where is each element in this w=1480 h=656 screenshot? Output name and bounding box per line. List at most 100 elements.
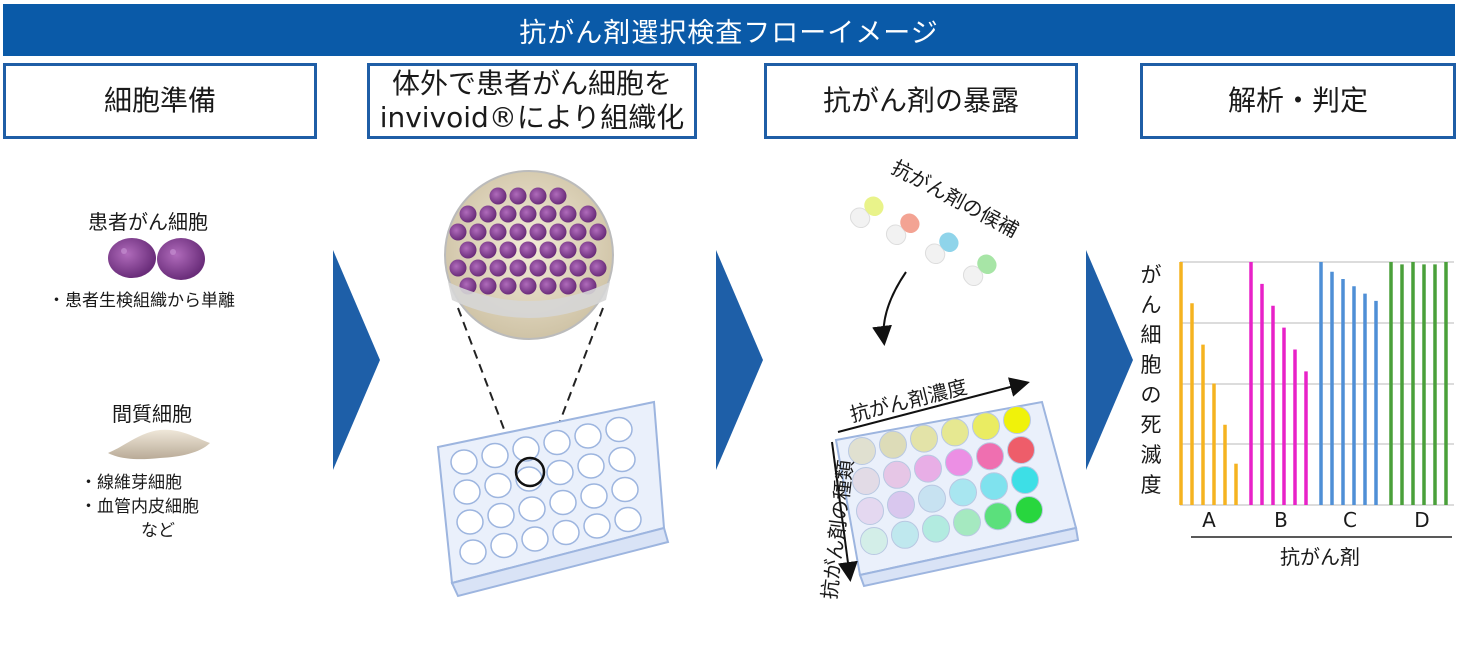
drug-well	[976, 442, 1004, 471]
plate-well	[515, 466, 543, 492]
drug-well	[1003, 406, 1031, 434]
plate-well	[484, 472, 512, 499]
cancer-cell	[459, 241, 477, 259]
cancer-cell	[529, 259, 547, 277]
plate-well	[583, 513, 611, 539]
plate-well	[605, 416, 633, 443]
well-plate-tissue	[436, 400, 670, 598]
cancer-cell	[569, 223, 587, 241]
drug-well	[941, 418, 969, 447]
cancer-cell	[519, 277, 537, 295]
drug-well	[856, 497, 884, 525]
drug-well	[914, 454, 942, 483]
cancer-cell	[589, 223, 607, 241]
drug-well	[945, 448, 973, 477]
plate-well	[481, 442, 509, 469]
plate-well	[521, 526, 549, 552]
drug-well	[980, 472, 1008, 501]
drug-well	[852, 467, 880, 495]
plate-well	[552, 519, 580, 546]
candidate-arrow	[872, 271, 907, 346]
cancer-cell	[499, 277, 517, 295]
plate-well	[608, 446, 636, 473]
plate-well	[580, 483, 608, 509]
step-label: 細胞準備	[103, 84, 216, 117]
step-cell-preparation: 細胞準備	[3, 63, 317, 139]
cancer-cell	[549, 223, 567, 241]
category-tick-D: D	[1414, 508, 1429, 532]
drug-well	[918, 484, 946, 513]
plate-well	[450, 449, 478, 475]
cancer-cell	[519, 205, 537, 223]
stroma-note-endothelial: ・血管内皮細胞	[80, 497, 199, 517]
plate-well	[490, 532, 518, 559]
cancer-cell	[499, 205, 517, 223]
cancer-cell	[479, 277, 497, 295]
stroma-cells-label: 間質細胞	[112, 402, 192, 426]
cancer-cell	[549, 259, 567, 277]
drug-well	[891, 520, 919, 549]
cancer-cell	[469, 259, 487, 277]
well-plate-drug-matrix	[834, 400, 1080, 588]
cancer-cell	[539, 277, 557, 295]
drug-well	[879, 430, 907, 459]
drug-well	[887, 490, 915, 519]
cancer-cell	[589, 259, 607, 277]
cancer-cell	[479, 241, 497, 259]
cancer-cell	[489, 187, 507, 205]
drug-well	[860, 527, 888, 555]
patient-cells-label: 患者がん細胞	[88, 210, 208, 234]
flow-arrow-3	[1086, 250, 1133, 470]
category-tick-B: B	[1274, 508, 1288, 532]
flow-arrow-1	[333, 250, 380, 470]
cancer-cell	[579, 241, 597, 259]
plate-well	[487, 502, 515, 529]
cancer-cell	[559, 277, 577, 295]
cancer-cell	[449, 259, 467, 277]
title-banner: 抗がん剤選択検査フローイメージ	[3, 4, 1455, 56]
cancer-cell	[509, 223, 527, 241]
cancer-cell	[469, 223, 487, 241]
concentration-arrow	[837, 377, 1030, 433]
cancer-cell	[509, 187, 527, 205]
page-title: 抗がん剤選択検査フローイメージ	[519, 17, 939, 49]
cancer-cell	[529, 223, 547, 241]
plate-well	[453, 479, 481, 505]
plate-well	[614, 506, 642, 533]
drug-well	[953, 508, 981, 537]
y-axis-title: がん細胞の死滅度	[1141, 263, 1162, 497]
plate-well	[459, 539, 487, 565]
cancer-cell	[459, 205, 477, 223]
plate-well	[456, 509, 484, 535]
drug-well	[910, 424, 938, 453]
drug-well	[1007, 436, 1035, 464]
category-tick-C: C	[1343, 508, 1357, 532]
plate-well	[574, 423, 602, 449]
step-label-line2: invivoid®により組織化	[379, 101, 685, 134]
tissue-magnified-view	[444, 170, 614, 340]
plate-well	[549, 489, 577, 516]
patient-cancer-cells-image	[108, 238, 205, 280]
drug-type-arrow	[831, 441, 858, 582]
plate-well	[611, 476, 639, 503]
cancer-cell	[579, 205, 597, 223]
cancer-cell	[539, 205, 557, 223]
flow-arrow-2	[716, 250, 763, 470]
plate-well	[543, 429, 571, 456]
cancer-cell	[559, 205, 577, 223]
cancer-cell	[559, 241, 577, 259]
drug-well	[922, 514, 950, 543]
step-drug-exposure: 抗がん剤の暴露	[764, 63, 1078, 139]
category-tick-A: A	[1202, 508, 1216, 532]
cancer-cell	[489, 259, 507, 277]
plate-well	[577, 453, 605, 479]
stroma-note-fibroblast: ・線維芽細胞	[80, 473, 182, 493]
cancer-cell	[529, 187, 547, 205]
step-label: 抗がん剤の暴露	[822, 84, 1019, 117]
cancer-cell	[509, 259, 527, 277]
patient-cells-note: ・患者生検組織から単離	[48, 291, 235, 311]
cancer-cell	[519, 241, 537, 259]
stroma-cell-image	[108, 429, 210, 460]
